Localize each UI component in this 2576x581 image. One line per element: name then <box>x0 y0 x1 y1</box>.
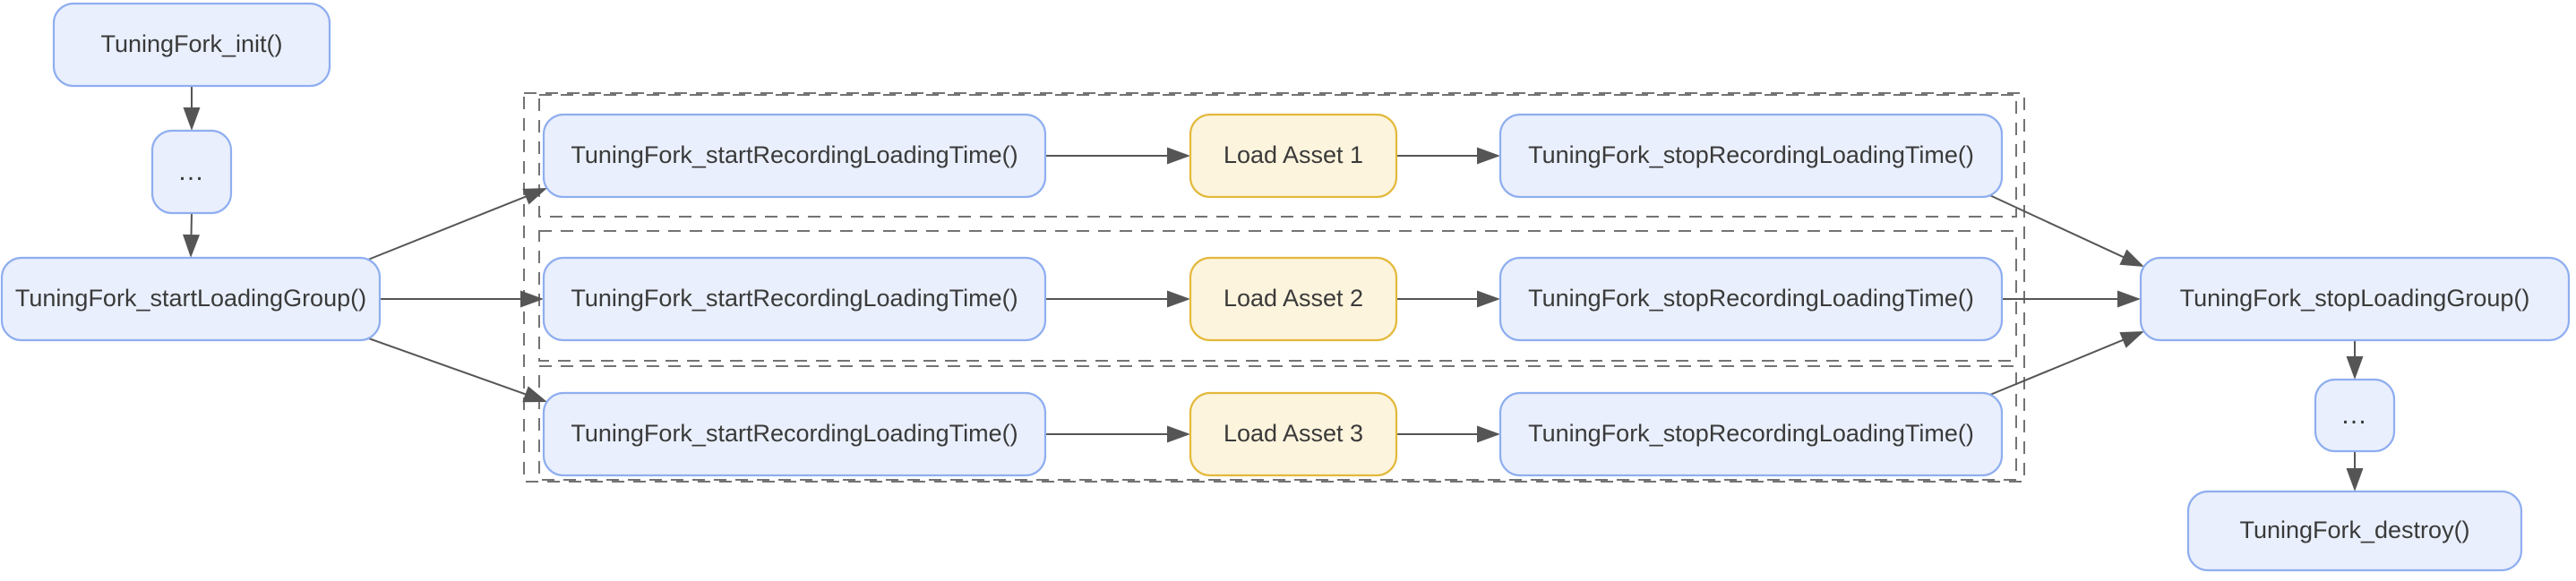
subgraph-layer <box>523 92 2025 483</box>
edge-asset2-to-stop2 <box>1396 290 1500 308</box>
node-label-dots-bottom: … <box>2340 400 2369 430</box>
node-label-asset3: Load Asset 3 <box>1224 420 1363 447</box>
edge-stop3-to-stopgroup <box>1985 331 2144 397</box>
node-init[interactable]: TuningFork_init() <box>52 2 331 88</box>
edge-stop2-to-stopgroup <box>2002 290 2141 308</box>
node-stop2[interactable]: TuningFork_stopRecordingLoadingTime() <box>1498 256 2004 342</box>
node-label-startgroup: TuningFork_startLoadingGroup() <box>15 285 366 312</box>
node-start2[interactable]: TuningFork_startRecordingLoadingTime() <box>542 256 1047 342</box>
node-shape-init <box>52 2 331 88</box>
subgraph-group3 <box>538 365 2017 481</box>
node-shape-dots-bottom <box>2314 378 2396 453</box>
node-shape-stop2 <box>1498 256 2004 342</box>
node-label-init: TuningFork_init() <box>100 30 282 57</box>
node-stopgroup[interactable]: TuningFork_stopLoadingGroup() <box>2139 256 2571 342</box>
node-shape-destroy <box>2186 490 2523 572</box>
node-label-start1: TuningFork_startRecordingLoadingTime() <box>571 141 1018 168</box>
edge-layer <box>183 86 2364 491</box>
edge-stop1-to-stopgroup <box>1985 192 2144 267</box>
node-layer: TuningFork_init() … TuningFork_startLoadin… <box>0 2 2571 572</box>
edge-asset3-to-stop3 <box>1396 425 1500 443</box>
node-label-dots-top: … <box>177 157 206 186</box>
node-label-stopgroup: TuningFork_stopLoadingGroup() <box>2180 285 2530 312</box>
node-shape-stop3 <box>1498 391 2004 477</box>
edge-start3-to-asset3 <box>1045 425 1190 443</box>
node-label-start3: TuningFork_startRecordingLoadingTime() <box>571 420 1018 447</box>
node-shape-start1 <box>542 113 1047 199</box>
node-asset1[interactable]: Load Asset 1 <box>1189 113 1398 199</box>
edge-startgroup-to-start3 <box>363 336 547 403</box>
node-destroy[interactable]: TuningFork_destroy() <box>2186 490 2523 572</box>
node-asset2[interactable]: Load Asset 2 <box>1189 256 1398 342</box>
edge-dots-top-to-startgroup <box>183 212 201 258</box>
node-dots-top[interactable]: … <box>150 129 233 215</box>
edge-startgroup-to-start1 <box>363 188 547 262</box>
node-shape-asset3 <box>1189 391 1398 477</box>
edge-asset1-to-stop1 <box>1396 147 1500 165</box>
node-shape-stopgroup <box>2139 256 2571 342</box>
node-start3[interactable]: TuningFork_startRecordingLoadingTime() <box>542 391 1047 477</box>
node-shape-start2 <box>542 256 1047 342</box>
node-shape-start3 <box>542 391 1047 477</box>
edge-stopgroup-to-dots-bottom <box>2346 340 2364 380</box>
node-shape-stop1 <box>1498 113 2004 199</box>
node-label-asset2: Load Asset 2 <box>1224 285 1363 312</box>
node-start1[interactable]: TuningFork_startRecordingLoadingTime() <box>542 113 1047 199</box>
node-shape-startgroup <box>0 256 382 342</box>
edge-start2-to-asset2 <box>1045 290 1190 308</box>
edge-start1-to-asset1 <box>1045 147 1190 165</box>
node-shape-dots-top <box>150 129 233 215</box>
node-label-stop3: TuningFork_stopRecordingLoadingTime() <box>1528 420 1974 447</box>
edge-init-to-dots-top <box>183 86 201 131</box>
node-stop3[interactable]: TuningFork_stopRecordingLoadingTime() <box>1498 391 2004 477</box>
node-label-start2: TuningFork_startRecordingLoadingTime() <box>571 285 1018 312</box>
node-shape-asset2 <box>1189 256 1398 342</box>
subgraph-group2 <box>538 230 2017 362</box>
node-label-stop2: TuningFork_stopRecordingLoadingTime() <box>1528 285 1974 312</box>
node-label-asset1: Load Asset 1 <box>1224 141 1363 168</box>
node-stop1[interactable]: TuningFork_stopRecordingLoadingTime() <box>1498 113 2004 199</box>
node-label-destroy: TuningFork_destroy() <box>2239 517 2469 543</box>
node-asset3[interactable]: Load Asset 3 <box>1189 391 1398 477</box>
subgraph-group1 <box>538 94 2017 218</box>
node-label-stop1: TuningFork_stopRecordingLoadingTime() <box>1528 141 1974 168</box>
node-startgroup[interactable]: TuningFork_startLoadingGroup() <box>0 256 382 342</box>
node-dots-bottom[interactable]: … <box>2314 378 2396 453</box>
node-shape-asset1 <box>1189 113 1398 199</box>
edge-startgroup-to-start2 <box>380 290 544 308</box>
edge-dots-bottom-to-destroy <box>2346 451 2364 491</box>
